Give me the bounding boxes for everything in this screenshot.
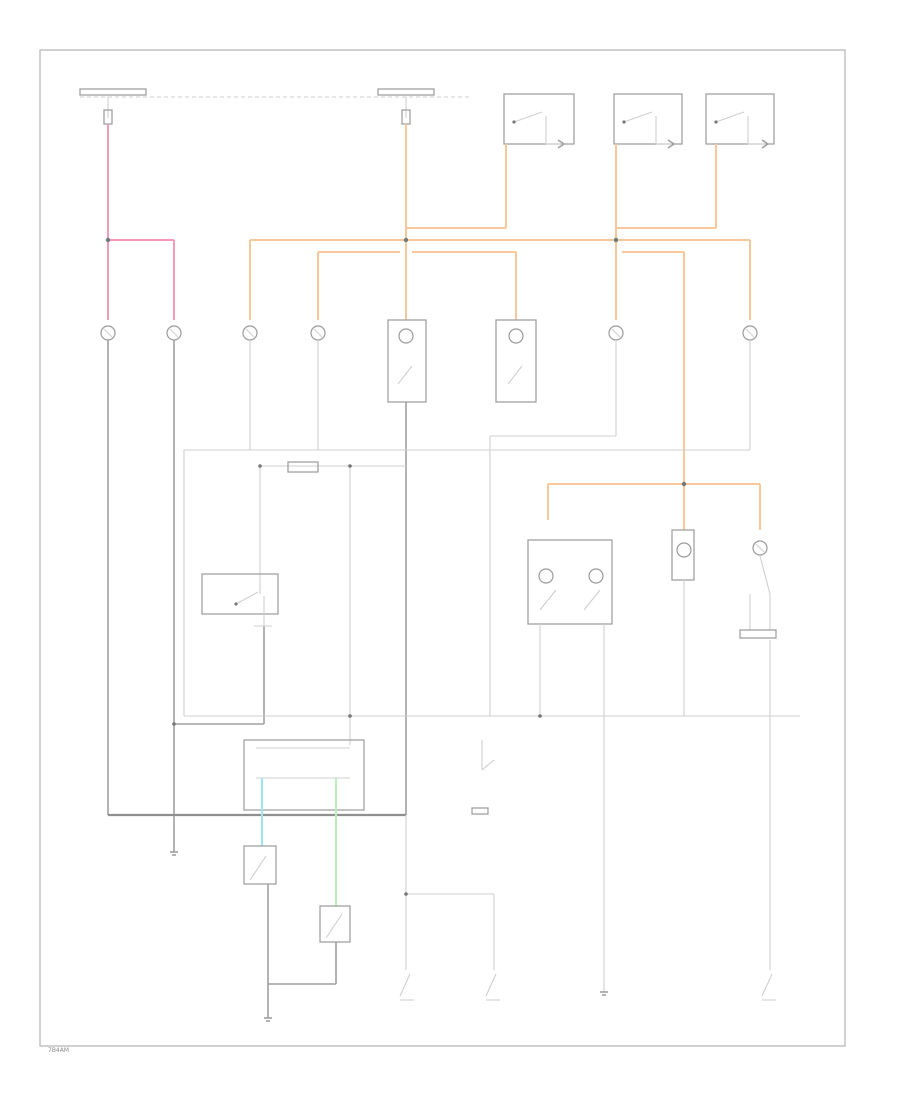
fuse-center bbox=[401, 97, 411, 125]
splice-b bbox=[348, 714, 352, 718]
right-lower-wiring bbox=[683, 580, 771, 970]
switch-bottom-center-1 bbox=[399, 973, 414, 1001]
lamp-right-2 bbox=[739, 540, 777, 639]
ground-left bbox=[170, 851, 178, 856]
ground-bottom-right bbox=[600, 991, 608, 996]
right-module-wiring bbox=[539, 624, 605, 992]
diagram-frame bbox=[39, 49, 846, 1047]
lamp-switch-box-1 bbox=[387, 319, 427, 403]
switch-bottom-center-2 bbox=[485, 973, 500, 1001]
lamp-6 bbox=[742, 325, 758, 341]
switch-top-2 bbox=[613, 93, 683, 149]
lamp-4 bbox=[310, 325, 326, 341]
switch-top-3 bbox=[705, 93, 775, 149]
pink-wires bbox=[107, 124, 175, 320]
switch-bottom-left-1 bbox=[243, 845, 277, 885]
ground-bottom-left bbox=[264, 1017, 272, 1022]
bottom-left-wiring bbox=[267, 884, 337, 1018]
splice-a bbox=[538, 714, 542, 718]
splice-c bbox=[172, 722, 176, 726]
gray-wires bbox=[183, 340, 800, 745]
splice-right bbox=[613, 237, 619, 243]
orange-power-wires bbox=[249, 124, 761, 530]
fuse-left bbox=[103, 97, 113, 125]
right-module bbox=[527, 539, 613, 625]
switch-bottom-left-2 bbox=[319, 905, 351, 943]
lower-module bbox=[243, 739, 365, 811]
lamp-1 bbox=[100, 325, 116, 341]
lamp-switch-box-2 bbox=[495, 319, 537, 403]
top-bus bbox=[79, 88, 470, 98]
splice-lower-right bbox=[681, 481, 687, 487]
lamp-3 bbox=[242, 325, 258, 341]
bottom-center-wiring bbox=[404, 815, 495, 970]
center-relay bbox=[258, 461, 352, 473]
left-inner-switch bbox=[201, 573, 279, 627]
diagram-code: 7B4AM bbox=[48, 1047, 69, 1054]
splice-center bbox=[403, 237, 409, 243]
lamp-right-1 bbox=[671, 529, 695, 581]
center-bottom-switch bbox=[471, 740, 495, 815]
lamp-5 bbox=[608, 325, 624, 341]
black-wires bbox=[107, 340, 407, 852]
splice-pink bbox=[105, 237, 111, 243]
lamp-2 bbox=[166, 325, 182, 341]
switch-top-1 bbox=[503, 93, 575, 149]
switch-bottom-right bbox=[761, 973, 776, 1001]
